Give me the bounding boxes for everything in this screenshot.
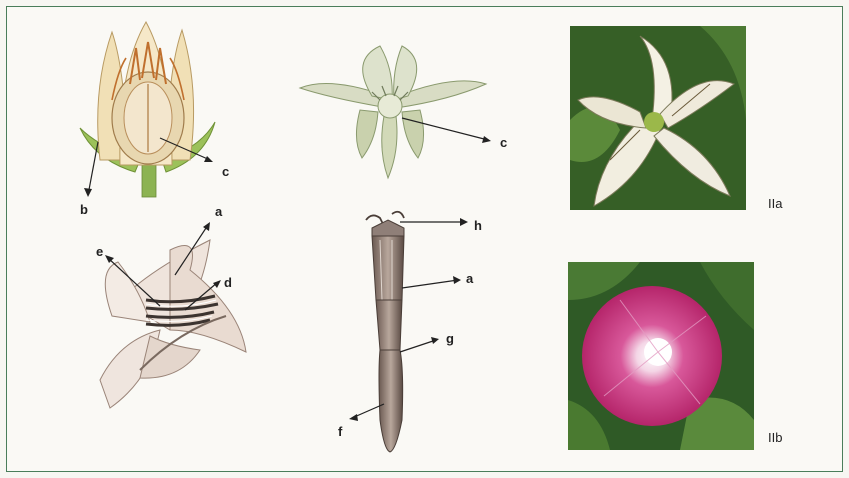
trumpet-flower-illustration (100, 240, 246, 408)
photo-label-iib: IIb (768, 430, 782, 445)
cutaway-flower-illustration (80, 22, 215, 197)
label-g: g (446, 331, 454, 346)
photo-label-iia: IIa (768, 196, 783, 211)
white-flower-photo (570, 26, 746, 210)
label-c-2: c (500, 135, 507, 150)
label-h: h (474, 218, 482, 233)
label-a-2: a (466, 271, 474, 286)
pink-morning-glory-photo (568, 262, 754, 450)
label-e: e (96, 244, 103, 259)
tubular-flower-illustration (366, 212, 404, 452)
label-c-1: c (222, 164, 229, 179)
label-a-1: a (215, 204, 223, 219)
label-b: b (80, 202, 88, 217)
label-d: d (224, 275, 232, 290)
green-white-flower-illustration (300, 46, 486, 178)
label-f: f (338, 424, 343, 439)
